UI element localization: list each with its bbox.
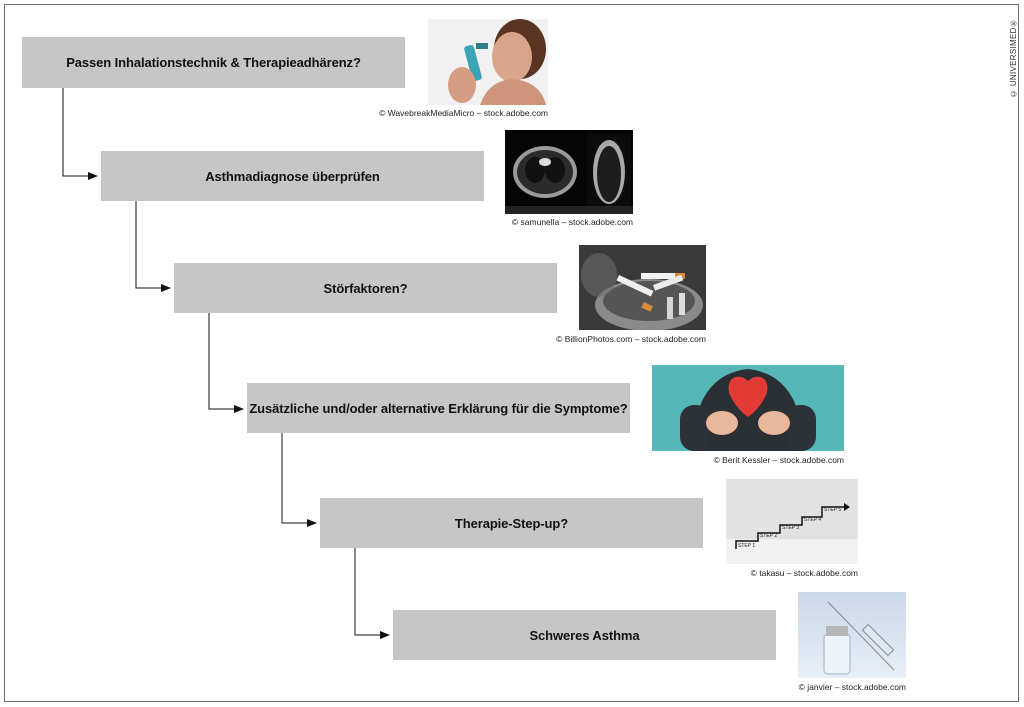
photo-credit-6: © janvier – stock.adobe.com (798, 682, 906, 692)
diagram-frame (4, 4, 1019, 702)
heart-photo (652, 365, 844, 451)
step-box-2: Asthmadiagnose überprüfen (101, 151, 484, 201)
stair-label-4: STEP 4 (804, 517, 821, 523)
photo-credit-1: © WavebreakMediaMicro – stock.adobe.com (379, 108, 548, 118)
photo-credit-4: © Berit Kessler – stock.adobe.com (713, 455, 844, 465)
ashtray-photo (579, 245, 706, 330)
ct-scan-photo (505, 130, 633, 214)
stairs-photo: STEP 1 STEP 2 STEP 3 STEP 4 STEP 5 (726, 479, 858, 564)
stair-label-2: STEP 2 (760, 533, 777, 539)
connector-1-2 (62, 88, 98, 180)
stair-label-1: STEP 1 (738, 543, 755, 549)
step-box-4: Zusätzliche und/oder alternative Erkläru… (247, 383, 630, 433)
stair-label-5: STEP 5 (824, 507, 841, 513)
step-label: Therapie-Step-up? (454, 515, 569, 531)
step-box-6: Schweres Asthma (393, 610, 776, 660)
step-box-5: Therapie-Step-up? (320, 498, 703, 548)
step-label: Passen Inhalationstechnik & Therapieadhä… (66, 55, 361, 70)
step-label: Störfaktoren? (323, 280, 408, 296)
photo-credit-3: © BillionPhotos.com – stock.adobe.com (556, 334, 706, 344)
connector-5-6 (354, 548, 390, 639)
connector-3-4 (208, 313, 244, 413)
photo-credit-5: © takasu – stock.adobe.com (750, 568, 858, 578)
connector-4-5 (281, 433, 317, 527)
inhaler-photo (428, 19, 548, 105)
syringe-photo (798, 592, 906, 678)
step-label: Zusätzliche und/oder alternative Erkläru… (249, 400, 628, 416)
brand-copyright: © UNIVERSIMED® (1009, 18, 1018, 98)
connector-2-3 (135, 201, 171, 292)
step-label: Schweres Asthma (529, 627, 640, 643)
photo-credit-2: © samunella – stock.adobe.com (511, 217, 633, 227)
step-box-3: Störfaktoren? (174, 263, 557, 313)
step-box-1: Passen Inhalationstechnik & Therapieadhä… (22, 37, 405, 88)
stair-label-3: STEP 3 (782, 525, 799, 531)
step-label: Asthmadiagnose überprüfen (205, 168, 380, 184)
